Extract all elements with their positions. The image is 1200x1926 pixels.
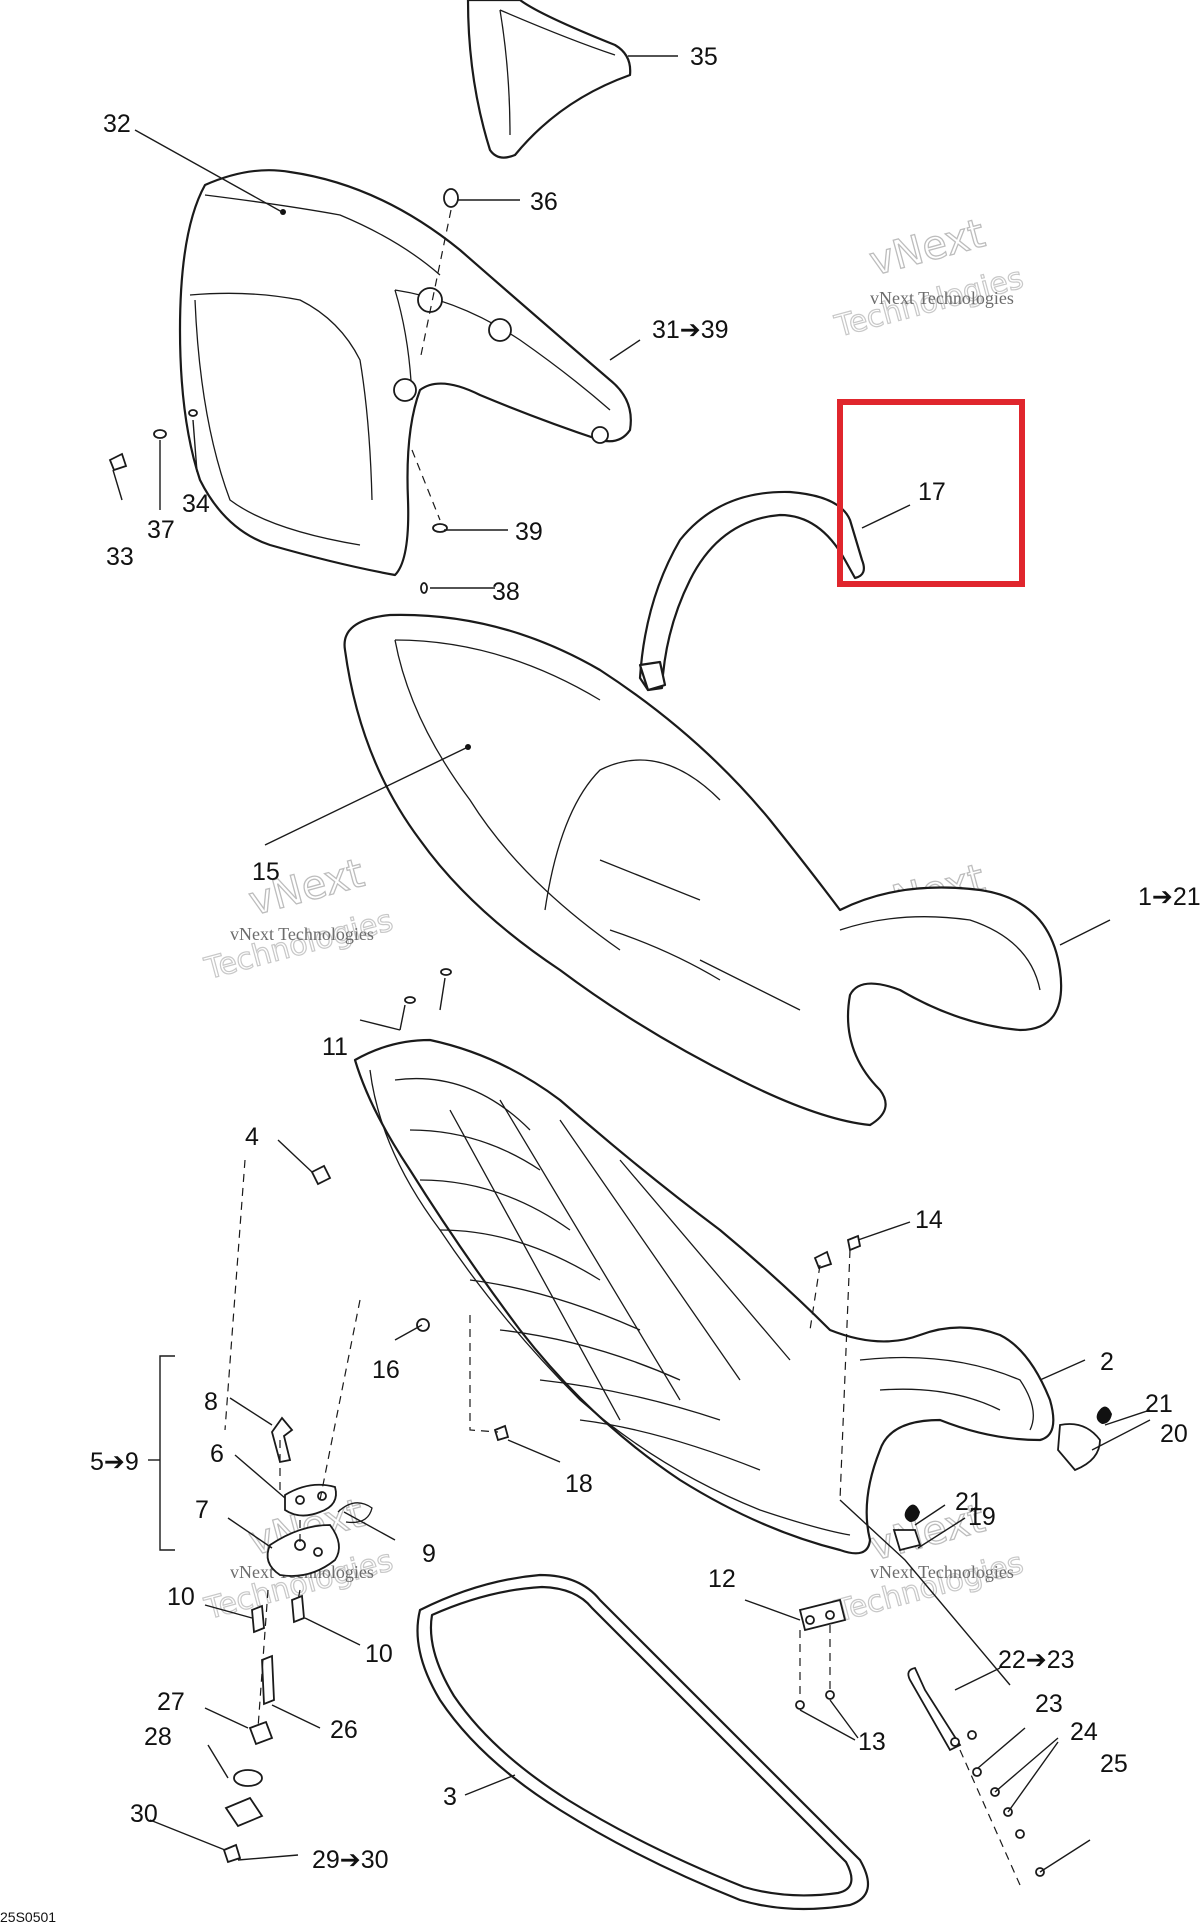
- part-32-rear-seat-cover: [178, 169, 632, 577]
- callout-21: 21: [1145, 1390, 1173, 1418]
- watermark-text: vNext Technologies: [230, 924, 374, 944]
- callout-8: 8: [204, 1388, 218, 1416]
- callout-24: 24: [1070, 1718, 1098, 1746]
- part-2-seat-base: [353, 1038, 1055, 1555]
- callout-5-9: 5➔9: [90, 1448, 139, 1476]
- callout-15: 15: [252, 858, 280, 886]
- callout-4: 4: [245, 1123, 259, 1151]
- callout-28: 28: [144, 1723, 172, 1751]
- callout-2: 2: [1100, 1348, 1114, 1376]
- watermark-text: vNext Technologies: [870, 1562, 1014, 1582]
- misc-hardware: [108, 188, 1112, 1886]
- callout-12: 12: [708, 1565, 736, 1593]
- leader-lines: [112, 55, 1151, 1873]
- callout-27: 27: [157, 1688, 185, 1716]
- callout-34: 34: [182, 490, 210, 518]
- callout-3: 3: [443, 1783, 457, 1811]
- part-17-seat-strap: [638, 490, 865, 692]
- callout-26: 26: [330, 1716, 358, 1744]
- callout-38: 38: [492, 578, 520, 606]
- callout-9: 9: [422, 1540, 436, 1568]
- callout-32: 32: [103, 110, 131, 138]
- callout-36: 36: [530, 188, 558, 216]
- callout-21-lower: 21: [955, 1488, 983, 1516]
- callout-39: 39: [515, 518, 543, 546]
- callout-23: 23: [1035, 1690, 1063, 1718]
- drawing-reference-number: 25S0501: [0, 1909, 56, 1925]
- callout-6: 6: [210, 1440, 224, 1468]
- part-35-backrest-pad: [466, 0, 632, 159]
- callout-33: 33: [106, 543, 134, 571]
- callout-25: 25: [1100, 1750, 1128, 1778]
- callout-20: 20: [1160, 1420, 1188, 1448]
- callout-10: 10: [167, 1583, 195, 1611]
- callout-19: 19: [968, 1503, 996, 1531]
- latch-assembly-5-9: [222, 1159, 373, 1864]
- callout-18: 18: [565, 1470, 593, 1498]
- callout-35: 35: [690, 43, 718, 71]
- highlight-box-part-17: [837, 399, 1025, 587]
- callout-14: 14: [915, 1206, 943, 1234]
- callout-labels: 35 32 36 31➔39 34 37 33 39 38 17 15 1➔21…: [90, 43, 1200, 1874]
- watermark-text: vNext Technologies: [870, 288, 1014, 308]
- callout-29-30: 29➔30: [312, 1846, 389, 1874]
- callout-7: 7: [195, 1496, 209, 1524]
- callout-11: 11: [322, 1033, 348, 1061]
- part-3-seat-gasket: [416, 1573, 870, 1911]
- callout-1-21: 1➔21: [1138, 883, 1200, 911]
- callout-17: 17: [918, 478, 946, 506]
- callout-13: 13: [858, 1728, 886, 1756]
- callout-10-right: 10: [365, 1640, 393, 1668]
- callout-22-23: 22➔23: [998, 1646, 1075, 1674]
- callout-31-39: 31➔39: [652, 316, 729, 344]
- callout-37: 37: [147, 516, 175, 544]
- callout-30: 30: [130, 1800, 158, 1828]
- watermark-technologies: Technologies: [200, 903, 396, 987]
- callout-16: 16: [372, 1356, 400, 1384]
- part-15-seat-cover: [343, 613, 1063, 1127]
